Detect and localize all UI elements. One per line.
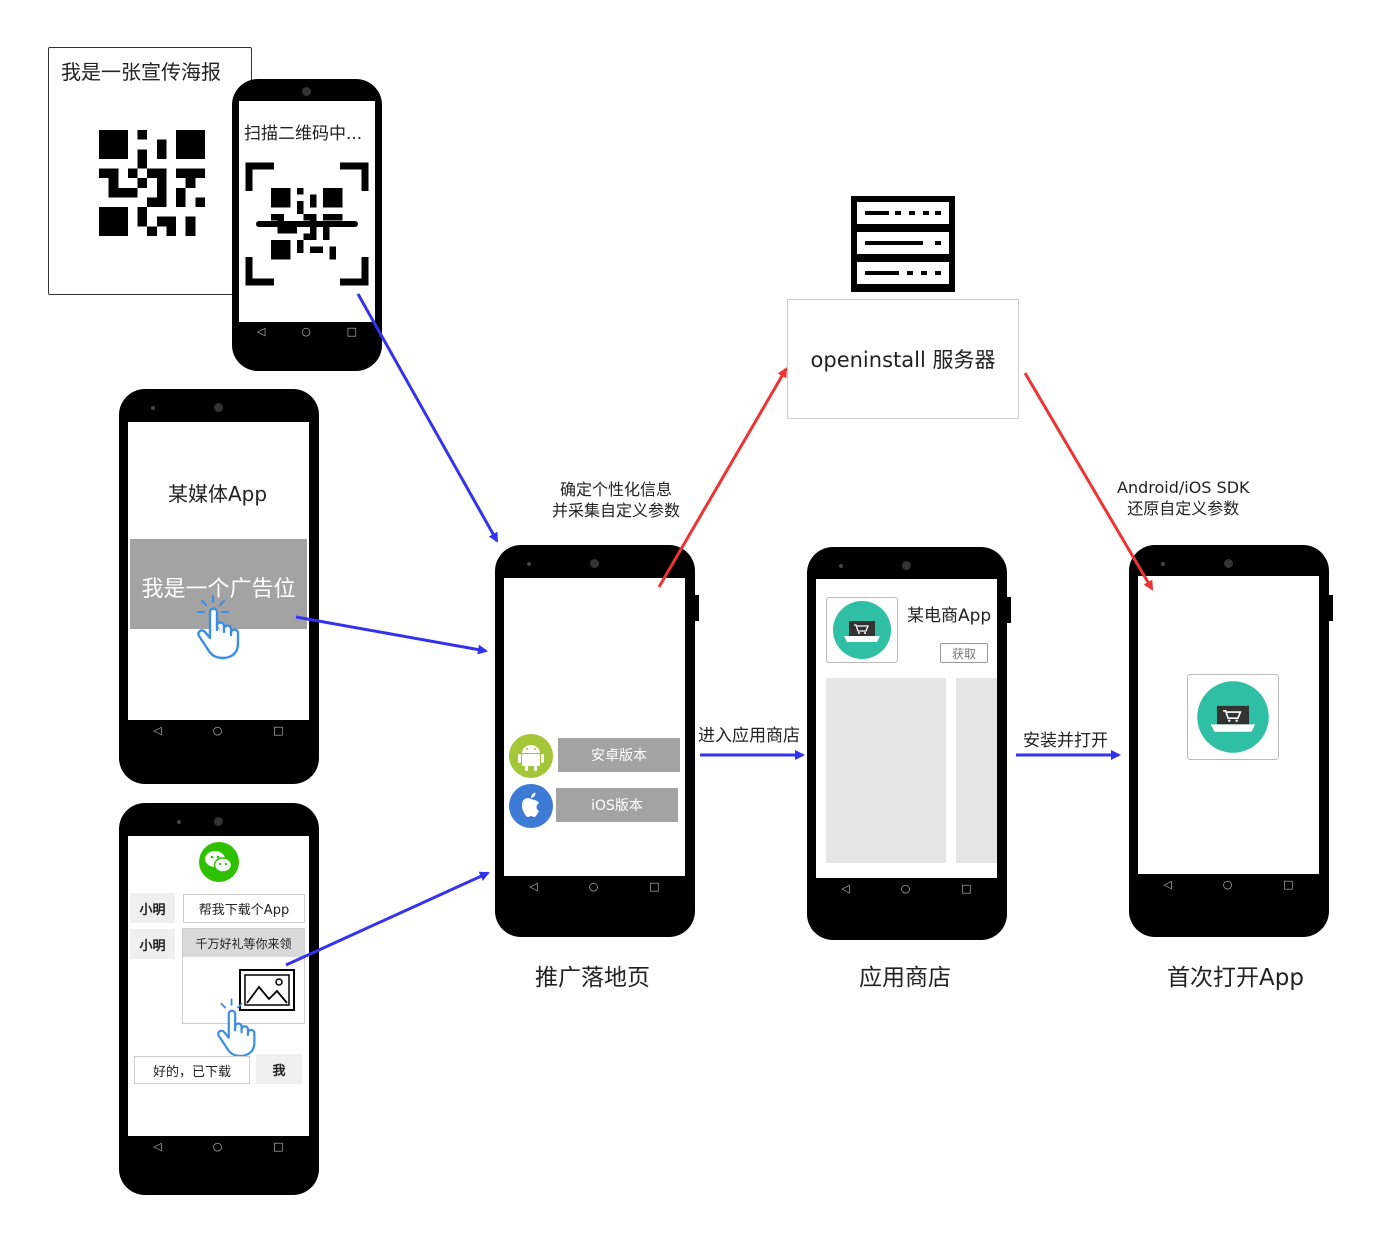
server-box: openinstall 服务器 [787, 299, 1019, 419]
open-caption: 首次打开App [1167, 965, 1304, 991]
install-open-annotation: 安装并打开 [1023, 731, 1108, 751]
recent-icon[interactable]: □ [273, 1139, 284, 1153]
landing-caption: 推广落地页 [535, 965, 650, 991]
back-icon[interactable]: ◁ [1163, 877, 1172, 891]
recent-icon[interactable]: □ [273, 723, 284, 737]
android-icon [509, 734, 553, 778]
home-icon[interactable]: ○ [212, 1139, 223, 1153]
apple-icon [509, 784, 553, 828]
link-card-title: 千万好礼等你来领 [183, 929, 304, 957]
recent-icon[interactable]: □ [346, 324, 358, 338]
me-label: 我 [256, 1054, 302, 1084]
landing-navbar: ◁ ○ □ [504, 876, 685, 896]
scan-screen: 扫描二维码中... [239, 101, 375, 322]
back-icon[interactable]: ◁ [153, 1139, 162, 1153]
media-navbar: ◁ ○ □ [128, 720, 309, 740]
server-label: openinstall 服务器 [810, 348, 996, 372]
open-phone: ◁ ○ □ [1129, 545, 1333, 937]
sender-name: 小明 [130, 929, 175, 959]
screenshot-preview [826, 678, 946, 863]
back-icon[interactable]: ◁ [529, 879, 538, 893]
tap-hand-icon [217, 998, 256, 1058]
ad-text: 我是一个广告位 [141, 577, 296, 602]
ad-slot[interactable]: 我是一个广告位 [130, 539, 307, 629]
back-icon[interactable]: ◁ [841, 881, 850, 895]
landing-phone: 安卓版本 iOS版本 ◁ ○ □ [495, 545, 699, 937]
collect-annotation: 确定个性化信息 并采集自定义参数 [552, 480, 681, 520]
tap-hand-icon [197, 595, 240, 660]
scan-text: 扫描二维码中... [244, 124, 363, 144]
poster: 我是一张宣传海报 [48, 47, 252, 295]
home-icon[interactable]: ○ [301, 324, 311, 338]
screenshot-preview [956, 678, 997, 863]
chat-message: 帮我下载个App [183, 894, 305, 923]
media-phone: 某媒体App 我是一个广告位 ◁ ○ □ [119, 389, 319, 784]
ios-download-button[interactable]: iOS版本 [556, 788, 678, 822]
home-icon[interactable]: ○ [1222, 877, 1233, 891]
back-icon[interactable]: ◁ [153, 723, 162, 737]
home-icon[interactable]: ○ [588, 879, 599, 893]
back-icon[interactable]: ◁ [256, 324, 266, 338]
open-navbar: ◁ ○ □ [1138, 874, 1319, 894]
link-card[interactable]: 千万好礼等你来领 [182, 928, 305, 1024]
open-screen [1138, 576, 1319, 874]
reply-message: 好的，已下载 [134, 1056, 250, 1084]
wechat-screen: 小明 帮我下载个App 小明 千万好礼等你来领 好的，已下载 我 [128, 836, 309, 1136]
sender-name: 小明 [130, 893, 175, 923]
recent-icon[interactable]: □ [961, 881, 972, 895]
home-icon[interactable]: ○ [900, 881, 911, 895]
shopping-cart-icon [833, 601, 891, 659]
home-icon[interactable]: ○ [212, 723, 223, 737]
scan-qr-icon [245, 162, 369, 286]
store-caption: 应用商店 [859, 965, 951, 991]
poster-title: 我是一张宣传海报 [61, 60, 221, 84]
shopping-cart-icon [1197, 681, 1269, 753]
store-app-icon-frame [826, 597, 898, 663]
store-navbar: ◁ ○ □ [816, 878, 997, 898]
installed-app-icon-frame[interactable] [1187, 674, 1279, 760]
media-screen: 某媒体App 我是一个广告位 [128, 422, 309, 720]
wechat-phone: 小明 帮我下载个App 小明 千万好礼等你来领 好的，已下载 我 ◁ ○ □ [119, 803, 319, 1195]
android-download-button[interactable]: 安卓版本 [558, 738, 680, 772]
enter-store-annotation: 进入应用商店 [698, 726, 800, 746]
image-icon [239, 969, 295, 1011]
scan-navbar: ◁ ○ □ [239, 322, 375, 340]
store-screen: 某电商App 获取 [816, 579, 997, 878]
wechat-icon [199, 842, 239, 882]
wechat-navbar: ◁ ○ □ [128, 1136, 309, 1156]
media-app-title: 某媒体App [168, 482, 268, 506]
recent-icon[interactable]: □ [1283, 877, 1294, 891]
get-button[interactable]: 获取 [940, 643, 988, 663]
server-icon [851, 196, 955, 292]
arrow-ad-to-landing [295, 615, 488, 655]
restore-annotation: Android/iOS SDK 还原自定义参数 [1117, 478, 1250, 518]
poster-qr-icon [99, 130, 205, 236]
store-app-name: 某电商App [907, 606, 992, 626]
landing-screen: 安卓版本 iOS版本 [504, 578, 685, 876]
store-phone: 某电商App 获取 ◁ ○ □ [807, 547, 1011, 940]
scan-phone: 扫描二维码中... ◁ ○ □ [232, 79, 382, 371]
recent-icon[interactable]: □ [649, 879, 660, 893]
